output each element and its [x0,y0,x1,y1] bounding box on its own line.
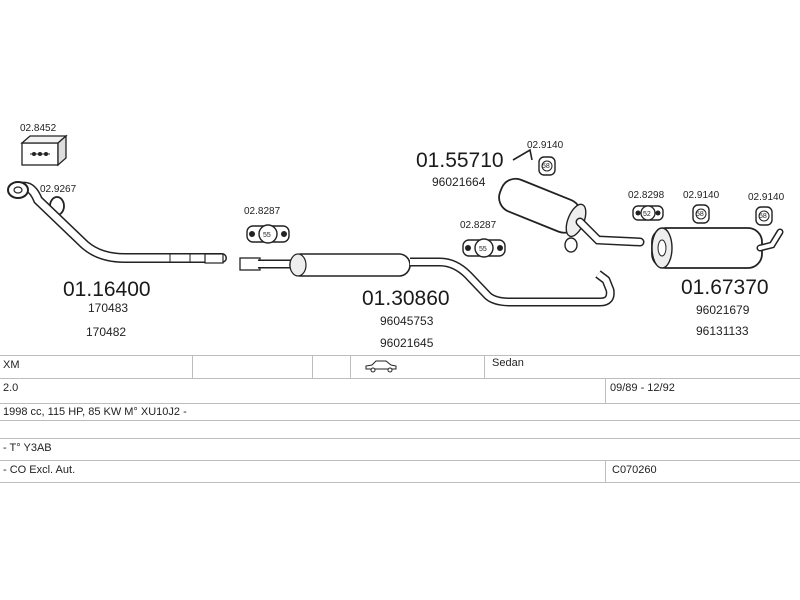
front-pipe-code: 01.16400 [63,278,151,301]
clamp-front-size: 55 [263,232,271,239]
hanger-rear2-size: 58 [759,213,767,220]
hanger-mid-icon [538,156,556,176]
middle-pipe-ref-2: 96021645 [380,336,434,350]
clamp-mid-size: 55 [479,246,487,253]
hanger-rear2-icon [755,206,773,226]
gasket-code: 02.9267 [40,184,77,195]
notes-cell: - CO Excl. Aut. [3,464,76,476]
years-cell: 09/89 - 12/92 [610,382,675,394]
front-pipe-shape [7,181,227,264]
clamp-mid-icon [462,238,506,258]
rear-silencer-ref-2: 96131133 [696,324,749,338]
clamp-mid-code: 02.8287 [460,220,497,231]
clamp-rear-icon [632,205,664,221]
middle-pipe-shape [239,253,615,307]
hanger-rear2-code: 02.9140 [748,192,785,203]
mount-box-code: 02.8452 [20,123,57,134]
spec-cell: 1998 cc, 115 HP, 85 KW M° XU10J2 - [3,406,187,418]
code-cell: C070260 [612,464,657,476]
hanger-mid-size: 58 [542,163,550,170]
front-pipe-ref-1: 170483 [88,301,128,315]
rear-silencer-code: 01.67370 [681,276,769,299]
mount-box-icon [20,134,68,167]
middle-pipe-ref-1: 96045753 [380,314,434,328]
hanger-rear1-size: 58 [696,211,704,218]
variant-cell: - T° Y3AB [3,442,52,454]
middle-silencer-shape [498,148,645,253]
hanger-rear1-icon [692,204,710,224]
hanger-rear1-code: 02.9140 [683,190,720,201]
middle-pipe-code: 01.30860 [362,287,450,310]
rear-silencer-ref-1: 96021679 [696,303,750,317]
hanger-mid-code: 02.9140 [527,140,564,151]
model-cell: XM [3,359,20,371]
middle-silencer-ref-1: 96021664 [432,175,486,189]
rear-silencer-shape [651,227,784,269]
sedan-car-icon [364,359,398,376]
body-cell: Sedan [492,357,524,369]
clamp-rear-code: 02.8298 [628,190,665,201]
clamp-rear-size: 52 [643,211,651,218]
engine-cell: 2.0 [3,382,19,394]
clamp-front-code: 02.8287 [244,206,281,217]
clamp-front-icon [246,224,290,244]
front-pipe-ref-2: 170482 [86,325,126,339]
middle-silencer-code: 01.55710 [416,149,504,172]
